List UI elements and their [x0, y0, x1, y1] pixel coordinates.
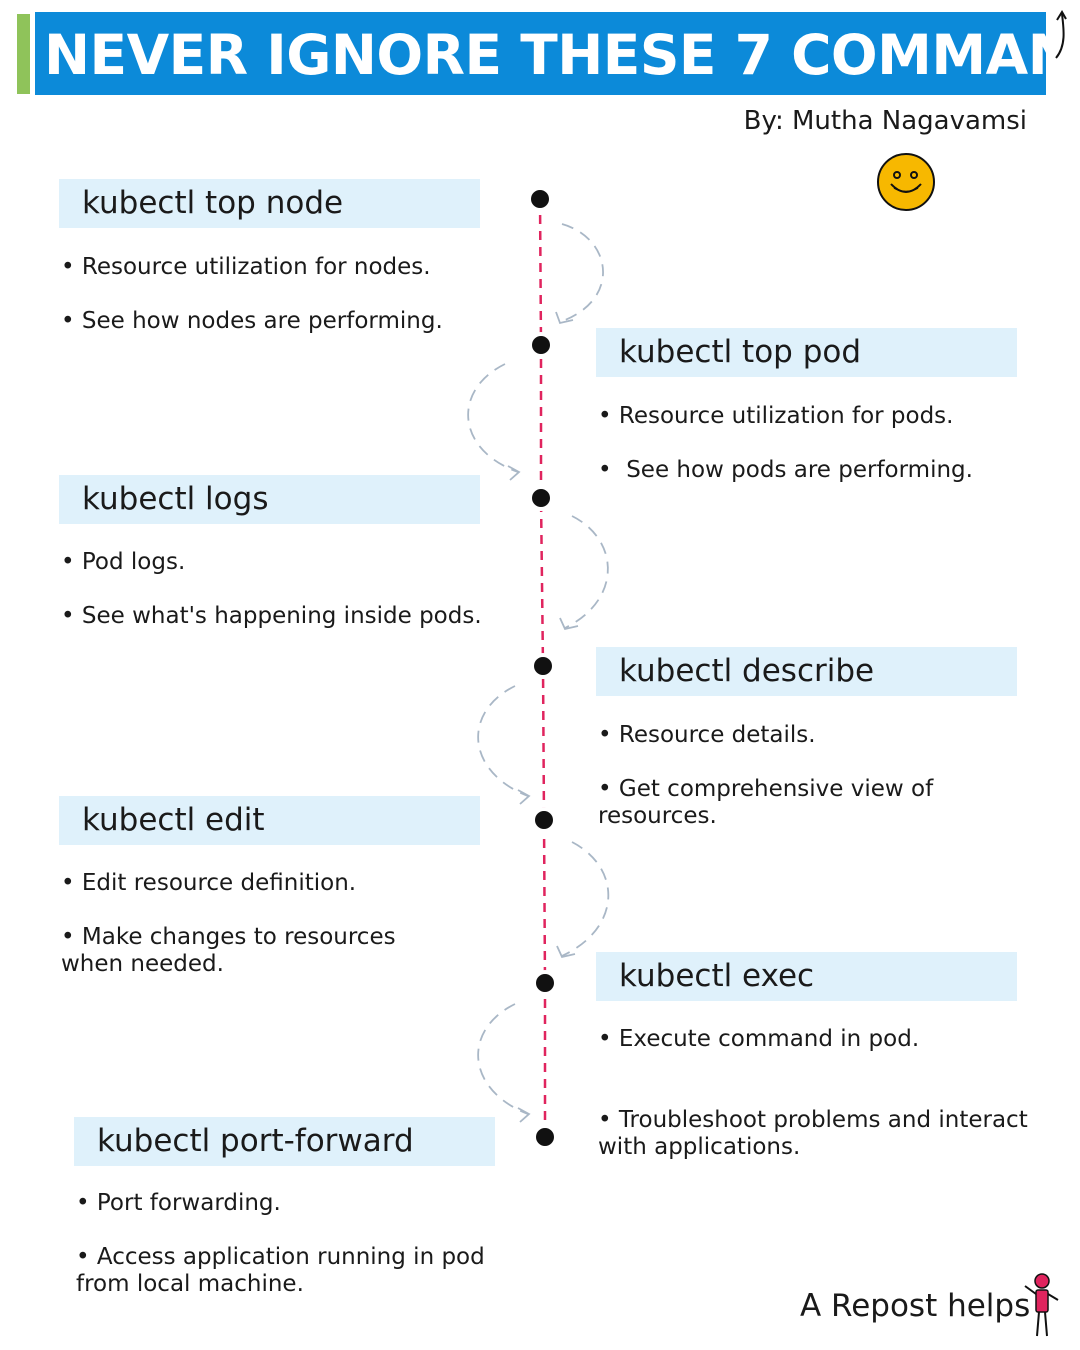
repost-footer: A Repost helps: [800, 1288, 1031, 1324]
command-heading-exec: kubectl exec: [596, 952, 1017, 1001]
command-bullet: • See what's happening inside pods.: [61, 603, 482, 629]
command-bullet: • Troubleshoot problems and interact wit…: [598, 1107, 1028, 1160]
timeline-node: [531, 807, 557, 833]
page-title: NEVER IGNORE THESE 7 COMMANDS: [35, 12, 1046, 95]
smiley-face-icon: [877, 153, 935, 211]
timeline-node: [527, 186, 553, 212]
command-bullet: • Port forwarding.: [76, 1190, 281, 1216]
command-bullet: • Make changes to resources when needed.: [61, 924, 396, 977]
command-heading-top-pod: kubectl top pod: [596, 328, 1017, 377]
command-bullet: • Get comprehensive view of resources.: [598, 776, 934, 829]
command-bullet: • Resource utilization for nodes.: [61, 254, 431, 280]
command-bullet: • Access application running in pod from…: [76, 1244, 485, 1297]
command-bullet: • Resource details.: [598, 722, 816, 748]
command-heading-port-forward: kubectl port-forward: [74, 1117, 495, 1166]
command-bullet: • Execute command in pod.: [598, 1026, 920, 1052]
command-heading-describe: kubectl describe: [596, 647, 1017, 696]
command-bullet: • See how pods are performing.: [598, 457, 973, 483]
timeline-node: [530, 653, 556, 679]
title-accent-bar: [17, 14, 30, 94]
timeline-node: [532, 1124, 558, 1150]
command-bullet: • Pod logs.: [61, 549, 186, 575]
author-byline: By: Mutha Nagavamsi: [743, 106, 1027, 136]
timeline-node: [532, 970, 558, 996]
timeline-node: [528, 332, 554, 358]
command-heading-top-node: kubectl top node: [59, 179, 480, 228]
timeline-node: [528, 485, 554, 511]
command-bullet: • Resource utilization for pods.: [598, 403, 954, 429]
command-bullet: • See how nodes are performing.: [61, 308, 443, 334]
curved-arrow-icon: [1055, 10, 1067, 59]
stick-figure-icon: [1024, 1273, 1059, 1337]
command-heading-logs: kubectl logs: [59, 475, 480, 524]
command-heading-edit: kubectl edit: [59, 796, 480, 845]
command-bullet: • Edit resource definition.: [61, 870, 357, 896]
